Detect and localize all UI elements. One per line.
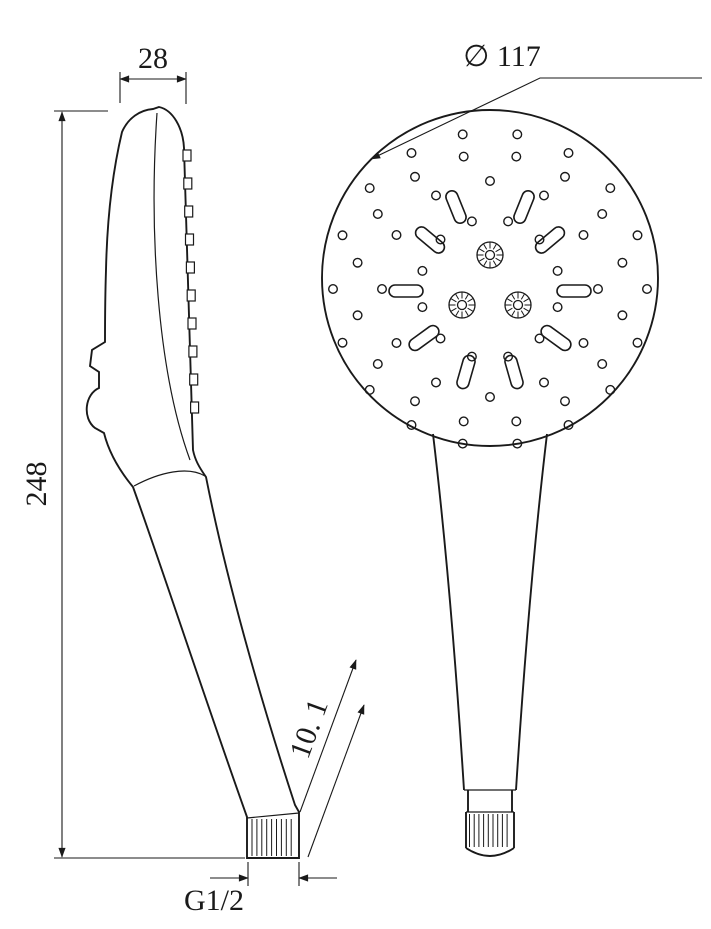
- front-outlet-inner: [471, 850, 509, 857]
- dimension-label-thread-length: 10. 1: [283, 695, 335, 763]
- dimension-label-head-diameter: ∅ 117: [463, 40, 541, 73]
- ext-line: [307, 704, 365, 858]
- front-handle-left-edge: [432, 433, 465, 791]
- side-inner-contour: [153, 112, 191, 461]
- dimension-overall-height: 248: [20, 110, 245, 859]
- diameter-leader-line: [370, 77, 702, 160]
- dimension-head-diameter: ∅ 117: [370, 40, 702, 160]
- spray-hole-nozzles: [327, 129, 652, 449]
- side-nozzles: [182, 149, 200, 414]
- ext-line: [299, 659, 357, 813]
- side-head-base-line: [133, 470, 206, 487]
- dimension-label-top-width: 28: [138, 42, 168, 75]
- head-face-circle: [321, 109, 659, 447]
- spray-slot-nozzles: [388, 190, 592, 390]
- side-thread-top-edge: [246, 812, 300, 819]
- dimension-label-overall-height: 248: [20, 462, 53, 507]
- dimension-thread-length: 10. 1: [283, 659, 365, 858]
- front-view: [321, 109, 659, 857]
- dimension-label-thread-spec: G1/2: [184, 884, 244, 917]
- side-view: [85, 106, 300, 859]
- front-handle-right-edge: [515, 433, 548, 791]
- side-thread-ribs: [251, 819, 292, 856]
- front-thread-ribs: [469, 814, 508, 847]
- dimension-thread-spec: G1/2: [184, 862, 337, 917]
- spray-knurled-nozzles: [448, 241, 532, 319]
- side-outline: [85, 106, 300, 859]
- dimension-top-width: 28: [119, 42, 187, 104]
